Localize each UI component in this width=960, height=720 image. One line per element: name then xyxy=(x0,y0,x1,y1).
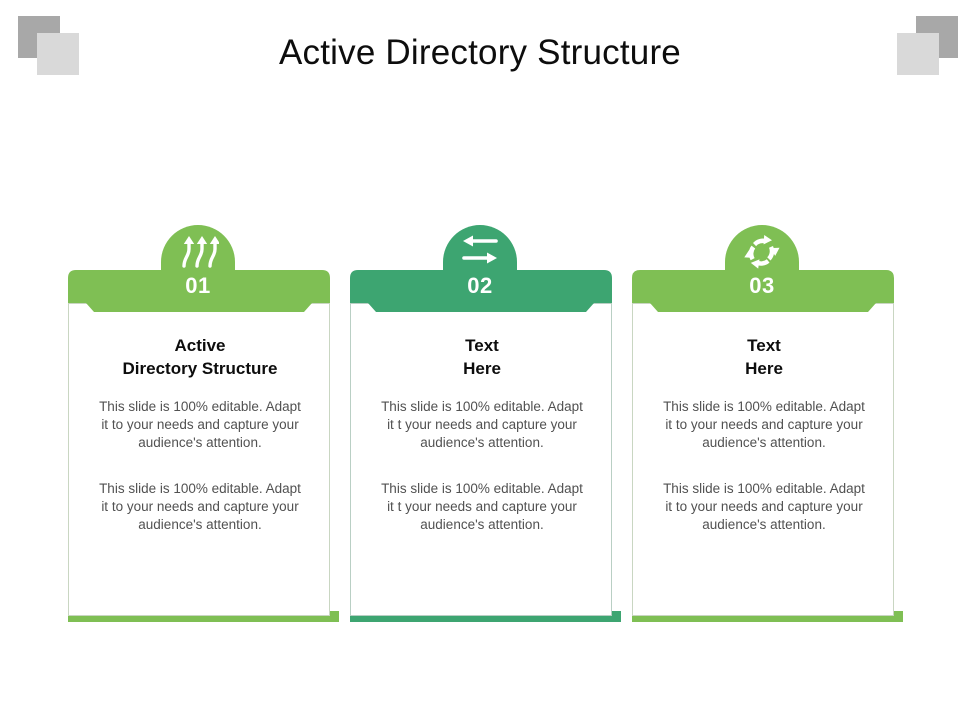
card-banner-01 xyxy=(68,270,330,312)
card-banner-03 xyxy=(632,270,894,312)
card-content-03: Text Here This slide is 100% editable. A… xyxy=(633,304,895,534)
card-column-03[interactable]: Text Here This slide is 100% editable. A… xyxy=(621,225,903,635)
three-wavy-up-arrows-icon xyxy=(177,234,219,268)
card-bottom-accent-bar-01 xyxy=(68,611,339,622)
card-body-02: Text Here This slide is 100% editable. A… xyxy=(350,303,612,616)
card-content-01: Active Directory Structure This slide is… xyxy=(69,304,331,534)
card-paragraph-03-a: This slide is 100% editable. Adapt it to… xyxy=(663,399,865,450)
decor-square-top-left-light xyxy=(37,33,79,75)
card-heading-03: Text Here xyxy=(745,336,783,378)
card-paragraph-01-b: This slide is 100% editable. Adapt it to… xyxy=(99,481,301,532)
card-bottom-accent-bar-03 xyxy=(632,611,903,622)
card-banner-02 xyxy=(350,270,612,312)
card-heading-01: Active Directory Structure xyxy=(122,336,278,378)
cards-container: Active Directory Structure This slide is… xyxy=(0,225,960,635)
left-right-exchange-arrows-icon xyxy=(460,234,500,268)
decor-square-top-right-light xyxy=(897,33,939,75)
card-column-01[interactable]: Active Directory Structure This slide is… xyxy=(57,225,339,635)
circular-refresh-arrows-icon xyxy=(743,234,781,270)
card-content-02: Text Here This slide is 100% editable. A… xyxy=(351,304,613,534)
card-paragraph-01-a: This slide is 100% editable. Adapt it to… xyxy=(99,399,301,450)
card-bottom-accent-bar-02 xyxy=(350,611,621,622)
page-title: Active Directory Structure xyxy=(279,33,681,72)
card-paragraph-02-a: This slide is 100% editable. Adapt it t … xyxy=(381,399,583,450)
card-body-03: Text Here This slide is 100% editable. A… xyxy=(632,303,894,616)
card-paragraph-03-b: This slide is 100% editable. Adapt it to… xyxy=(663,481,865,532)
card-heading-02: Text Here xyxy=(463,336,501,378)
card-column-02[interactable]: Text Here This slide is 100% editable. A… xyxy=(339,225,621,635)
card-body-01: Active Directory Structure This slide is… xyxy=(68,303,330,616)
card-paragraph-02-b: This slide is 100% editable. Adapt it t … xyxy=(381,481,583,532)
